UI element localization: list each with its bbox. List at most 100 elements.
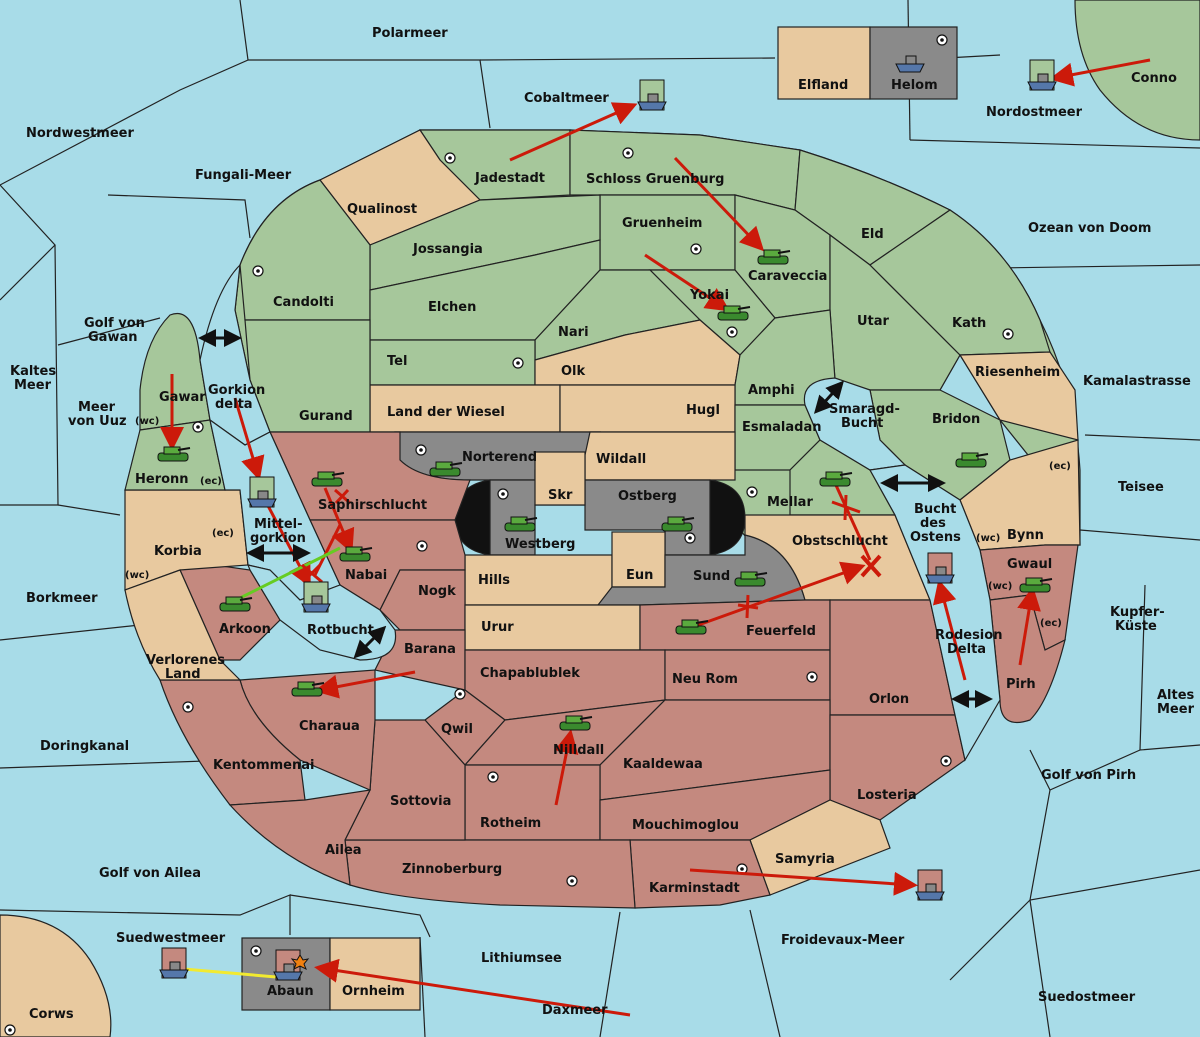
label-esmaladan: Esmaladan (742, 420, 822, 435)
label-gwaul-wc: (wc) (988, 581, 1012, 592)
label-barana: Barana (404, 642, 456, 657)
order-arrows (160, 58, 1151, 1017)
label-lithiumsee: Lithiumsee (481, 951, 562, 966)
army-icon (734, 571, 768, 587)
region-gawar[interactable] (139, 312, 211, 431)
label-skr: Skr (548, 488, 573, 503)
label-urur: Urur (481, 620, 514, 635)
label-rotbucht: Rotbucht (307, 623, 374, 638)
label-nogk: Nogk (418, 584, 456, 599)
region-skr[interactable] (534, 451, 586, 506)
label-gwaul-ec: (ec) (1040, 618, 1062, 629)
supply-center-icon (250, 945, 262, 957)
label-gurand: Gurand (299, 409, 353, 424)
label-fungali-meer: Fungali-Meer (195, 168, 292, 183)
move-arrow (314, 670, 416, 699)
failed-order-marks (301, 488, 882, 619)
label-cobaltmeer: Cobaltmeer (524, 91, 609, 106)
region-elfland[interactable] (777, 26, 871, 100)
label-eld: Eld (861, 227, 884, 242)
failed-order-icon (831, 494, 861, 521)
label-eun: Eun (626, 568, 653, 583)
explosion-icon (290, 954, 310, 971)
fleet-icon (1027, 59, 1057, 91)
army-icon (661, 516, 695, 532)
label-land-der-wiesel: Land der Wiesel (387, 405, 505, 420)
region-corws[interactable] (0, 914, 112, 1037)
label-mouchimoglou: Mouchimoglou (632, 818, 739, 833)
adjacency-arrow (353, 625, 387, 659)
supply-center-icon (806, 671, 818, 683)
label-korbia-wc: (wc) (125, 570, 149, 581)
army-icon (339, 546, 373, 562)
region-riesenheim[interactable] (958, 351, 1079, 441)
region-gruenheim[interactable] (599, 194, 736, 271)
army-icon (955, 452, 989, 468)
move-arrow (1017, 586, 1041, 666)
label-polarmeer: Polarmeer (372, 26, 448, 41)
fleet-icon (895, 55, 925, 73)
label-utar: Utar (857, 314, 890, 329)
units (157, 55, 1057, 981)
label-nabai: Nabai (345, 568, 387, 583)
supply-centers (4, 34, 1014, 1036)
supply-center-icon (746, 486, 758, 498)
supply-center-icon (1002, 328, 1014, 340)
label-korbia: Korbia (154, 544, 202, 559)
army-icon (311, 471, 345, 487)
army-icon (291, 681, 325, 697)
label-heronn: Heronn (135, 472, 189, 487)
label-qwil: Qwil (441, 722, 473, 737)
sea-labels: Polarmeer Cobaltmeer Nordostmeer Conno N… (10, 26, 1195, 1022)
label-chapablublek: Chapablublek (480, 666, 580, 681)
label-teisee: Teisee (1118, 480, 1164, 495)
label-mellar: Mellar (767, 495, 813, 510)
region-losteria[interactable] (829, 714, 966, 821)
region-kath[interactable] (869, 209, 1051, 356)
label-bucht-des-ostens-1: Bucht (914, 502, 956, 517)
move-arrow (314, 958, 631, 1017)
supply-center-icon (512, 357, 524, 369)
label-heronn-ec: (ec) (200, 476, 222, 487)
move-arrow (554, 729, 579, 806)
label-altes-meer-1: Altes (1157, 688, 1195, 703)
label-orlon: Orlon (869, 692, 909, 707)
region-verlorenes-land[interactable] (124, 569, 242, 681)
label-hills: Hills (478, 573, 510, 588)
region-zinnoberburg[interactable] (344, 839, 636, 909)
label-kupfer-kueste-2: Küste (1115, 619, 1157, 634)
supply-center-icon (566, 875, 578, 887)
failed-order-icon (737, 594, 759, 619)
fleet-icon (301, 581, 331, 613)
region-pirh[interactable] (989, 594, 1066, 724)
label-gawar: Gawar (159, 390, 206, 405)
region-conno[interactable] (1074, 0, 1200, 141)
label-rotheim: Rotheim (480, 816, 541, 831)
region-eun[interactable] (611, 531, 666, 588)
failed-order-icon (860, 554, 882, 578)
label-sund: Sund (693, 569, 730, 584)
region-ailea[interactable] (228, 789, 372, 886)
label-rodesion-delta-1: Rodesion (935, 628, 1002, 643)
region-candolti[interactable] (239, 179, 371, 321)
label-riesenheim: Riesenheim (975, 365, 1060, 380)
army-icon (504, 516, 538, 532)
supply-center-icon (192, 421, 204, 433)
label-ozean-von-doom: Ozean von Doom (1028, 221, 1151, 236)
supply-center-icon (252, 265, 264, 277)
label-meer-von-uuz-1: Meer (78, 400, 116, 415)
label-golf-von-gawan-1: Golf von (84, 316, 145, 331)
label-golf-von-gawan-2: Gawan (88, 330, 137, 345)
label-kentommenai: Kentommenai (213, 758, 314, 773)
failed-order-icon (334, 488, 351, 505)
region-ornheim[interactable] (329, 937, 421, 1011)
label-doringkanal: Doringkanal (40, 739, 129, 754)
label-arkoon: Arkoon (219, 622, 271, 637)
army-icon (157, 446, 191, 462)
label-bynn-ec: (ec) (1049, 461, 1071, 472)
label-obstschlucht: Obstschlucht (792, 534, 888, 549)
label-jossangia: Jossangia (412, 242, 483, 257)
label-candolti: Candolti (273, 295, 334, 310)
army-icon (219, 596, 253, 612)
